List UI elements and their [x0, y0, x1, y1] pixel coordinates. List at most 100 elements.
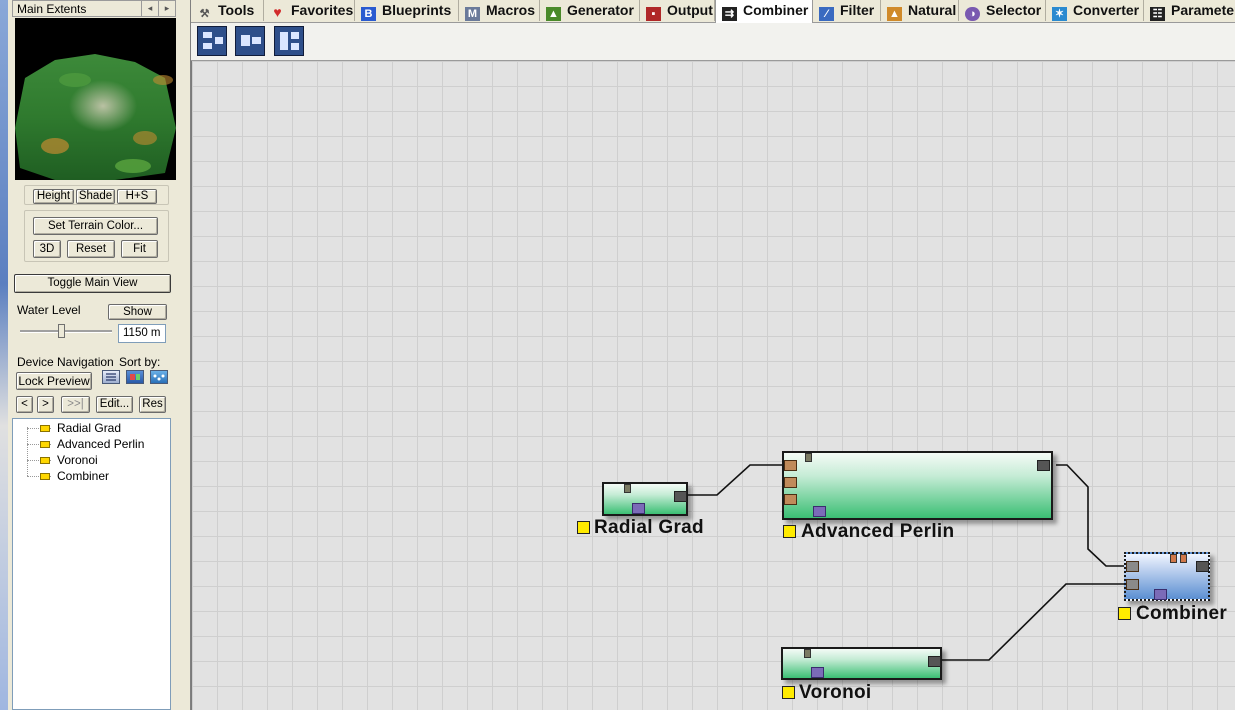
- node-top-port[interactable]: [804, 649, 811, 658]
- device-node-icon: [40, 473, 50, 480]
- macro-icon: M: [465, 7, 480, 21]
- water-show-button[interactable]: Show: [108, 304, 167, 320]
- combiner-chain-icon[interactable]: [235, 26, 265, 56]
- node-advanced-perlin[interactable]: [782, 451, 1053, 520]
- node-top-port[interactable]: [805, 453, 812, 462]
- node-input-port[interactable]: [784, 460, 797, 471]
- tab-selector[interactable]: ◑ Selector: [959, 0, 1046, 21]
- node-input-port[interactable]: [784, 494, 797, 505]
- 3d-view-button[interactable]: 3D: [33, 240, 61, 258]
- tab-label: Selector: [986, 2, 1042, 18]
- tab-tools[interactable]: ⚒Tools: [191, 0, 264, 21]
- tab-favorites[interactable]: ♥Favorites: [264, 0, 355, 21]
- tab-filter[interactable]: ⁄Filter: [813, 0, 881, 21]
- tree-connector: [27, 476, 51, 477]
- water-level-slider[interactable]: [20, 330, 112, 333]
- node-output-port[interactable]: [674, 491, 687, 502]
- tree-item-voronoi[interactable]: Voronoi: [13, 452, 163, 468]
- tree-connector: [27, 427, 28, 476]
- toggle-main-view-button[interactable]: Toggle Main View: [14, 274, 171, 293]
- wire-voronoi-to-combiner: [940, 583, 1127, 661]
- view-mode-group: [24, 185, 169, 205]
- tab-converter[interactable]: ✶Converter: [1046, 0, 1144, 21]
- tab-generator[interactable]: ▲Generator: [540, 0, 640, 21]
- node-voronoi[interactable]: [781, 647, 942, 680]
- terrain-preview[interactable]: [15, 18, 176, 180]
- device-node-icon: [40, 457, 50, 464]
- node-bottom-port[interactable]: [632, 503, 645, 514]
- node-flag[interactable]: [577, 521, 590, 534]
- preview-next-button[interactable]: ▸: [158, 1, 175, 16]
- set-terrain-color-button[interactable]: Set Terrain Color...: [33, 217, 158, 235]
- node-flag[interactable]: [783, 525, 796, 538]
- generator-icon: ▲: [546, 7, 561, 21]
- combiner-toolbar: [191, 23, 1235, 61]
- shade-view-button[interactable]: Shade: [76, 189, 115, 204]
- node-top-port[interactable]: [1170, 554, 1177, 563]
- tree-sort-icon[interactable]: [150, 370, 168, 384]
- blueprint-icon: B: [361, 7, 376, 21]
- node-flag[interactable]: [1118, 607, 1131, 620]
- combiner-split-icon[interactable]: [274, 26, 304, 56]
- water-level-slider-thumb[interactable]: [57, 324, 65, 338]
- node-input-port[interactable]: [1126, 579, 1139, 590]
- combiner-add-icon[interactable]: [197, 26, 227, 56]
- res-button[interactable]: Res: [139, 396, 166, 413]
- view-options-group: [24, 210, 169, 262]
- last-device-button[interactable]: >>|: [61, 396, 90, 413]
- tree-item-combiner[interactable]: Combiner: [13, 468, 163, 484]
- tree-connector: [27, 444, 51, 445]
- tab-combiner[interactable]: ⇉Combiner: [715, 0, 813, 23]
- type-sort-icon[interactable]: [126, 370, 144, 384]
- sort-by-label: Sort by:: [119, 355, 161, 369]
- tree-item-label: Advanced Perlin: [57, 437, 145, 451]
- node-input-port[interactable]: [784, 477, 797, 488]
- wire-perlin-to-combiner: [1056, 464, 1127, 567]
- selector-icon: ◑: [965, 7, 980, 21]
- height-shade-view-button[interactable]: H+S: [117, 189, 157, 204]
- node-top-port[interactable]: [1180, 554, 1187, 563]
- lock-preview-button[interactable]: Lock Preview: [16, 372, 92, 390]
- tree-connector: [27, 428, 51, 429]
- device-node-icon: [40, 425, 50, 432]
- device-node-icon: [40, 441, 50, 448]
- node-bottom-port[interactable]: [1154, 589, 1167, 600]
- node-label-radial-grad: Radial Grad: [594, 517, 704, 538]
- node-label-voronoi: Voronoi: [799, 682, 872, 703]
- node-radial-grad[interactable]: [602, 482, 688, 516]
- node-bottom-port[interactable]: [813, 506, 826, 517]
- list-sort-icon[interactable]: [102, 370, 120, 384]
- node-combiner[interactable]: [1124, 552, 1210, 601]
- node-output-port[interactable]: [1037, 460, 1050, 471]
- node-top-port[interactable]: [624, 484, 631, 493]
- node-input-port[interactable]: [1126, 561, 1139, 572]
- tree-item-radial-grad[interactable]: Radial Grad: [13, 420, 163, 436]
- water-level-input[interactable]: 1150 m: [118, 324, 166, 343]
- node-graph-canvas[interactable]: Radial Grad Advanced Perlin Combiner Vor…: [191, 61, 1235, 710]
- fit-view-button[interactable]: Fit: [121, 240, 158, 258]
- device-navigation-label: Device Navigation: [17, 355, 114, 369]
- converter-icon: ✶: [1052, 7, 1067, 21]
- height-view-button[interactable]: Height: [33, 189, 74, 204]
- edit-device-button[interactable]: Edit...: [96, 396, 133, 413]
- preview-title: Main Extents: [17, 2, 87, 16]
- reset-view-button[interactable]: Reset: [67, 240, 115, 258]
- tab-output[interactable]: ▪Output: [640, 0, 715, 21]
- tab-natural[interactable]: ▲Natural: [881, 0, 959, 21]
- tree-item-advanced-perlin[interactable]: Advanced Perlin: [13, 436, 163, 452]
- tab-label: Output: [667, 2, 713, 18]
- node-output-port[interactable]: [928, 656, 941, 667]
- device-tree[interactable]: Radial Grad Advanced Perlin Voronoi Comb…: [12, 418, 171, 710]
- preview-prev-button[interactable]: ◂: [141, 1, 158, 16]
- tab-parameter[interactable]: ☷Parameter: [1144, 0, 1235, 21]
- water-level-label: Water Level: [17, 303, 81, 317]
- terrain-preview-image: [15, 18, 176, 180]
- node-output-port[interactable]: [1196, 561, 1209, 572]
- parameter-icon: ☷: [1150, 7, 1165, 21]
- previous-device-button[interactable]: <: [16, 396, 33, 413]
- next-device-button[interactable]: >: [37, 396, 54, 413]
- node-flag[interactable]: [782, 686, 795, 699]
- node-bottom-port[interactable]: [811, 667, 824, 678]
